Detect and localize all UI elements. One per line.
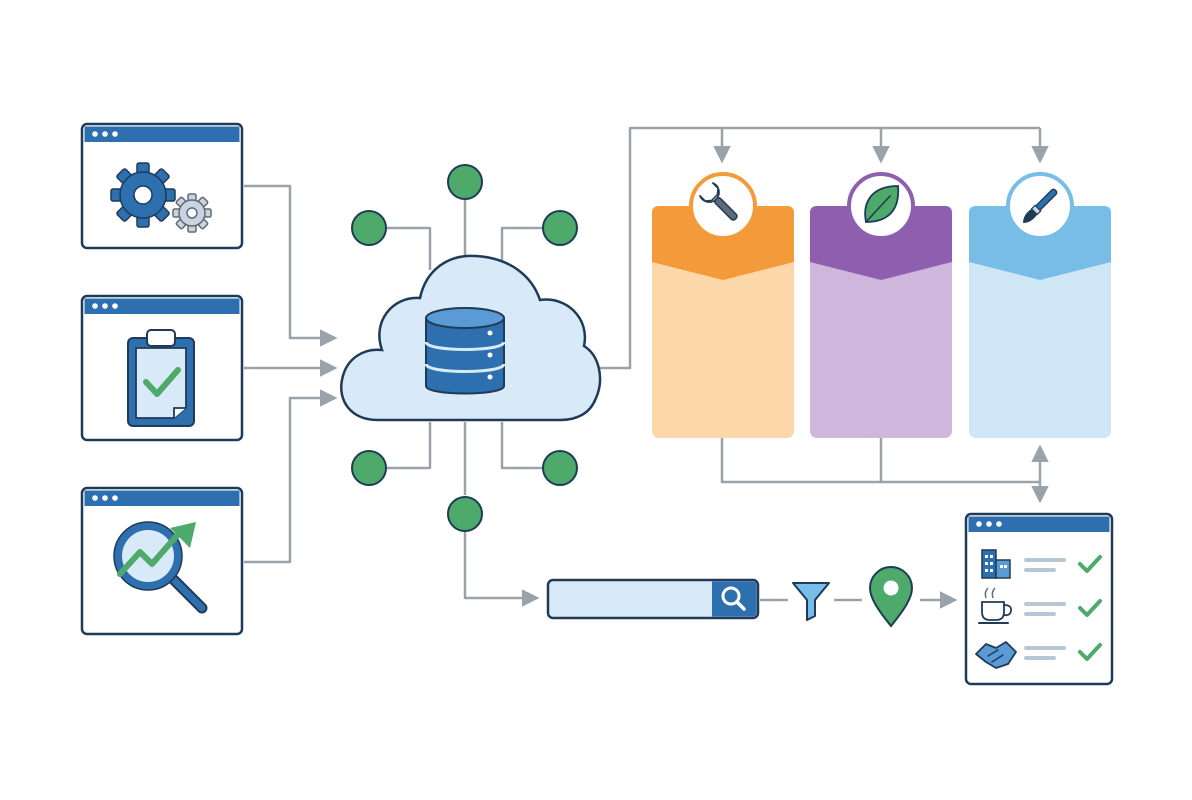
wrench-icon (698, 181, 738, 221)
paintbrush-icon (1023, 188, 1058, 223)
list-item[interactable] (975, 641, 1102, 669)
panel-leaf-purple[interactable] (810, 172, 952, 438)
list-item[interactable] (981, 549, 1102, 579)
connector-analytics-to-cloud (244, 389, 338, 564)
clipboard-check-icon (127, 329, 195, 427)
results-window[interactable] (964, 512, 1114, 686)
source-window-clipboard[interactable] (80, 294, 244, 442)
leaf-icon (864, 185, 900, 223)
node-upper-right (542, 210, 578, 246)
node-lower-right (542, 450, 578, 486)
connector-cloud-to-search (463, 532, 540, 607)
gears-icon (110, 162, 212, 233)
panel-paintbrush-blue[interactable] (969, 172, 1111, 438)
connector-node-upper-left (386, 226, 432, 270)
filter-funnel-icon[interactable] (792, 582, 830, 621)
map-pin-icon[interactable] (868, 566, 914, 628)
building-icon (981, 549, 1011, 579)
checkmark-icon (1078, 599, 1102, 617)
connector-node-upper-right (500, 226, 543, 268)
connector-gears-to-cloud (244, 184, 338, 347)
analytics-magnifier-icon (113, 521, 208, 614)
handshake-icon (975, 641, 1017, 669)
list-item[interactable] (978, 587, 1102, 624)
connectors (244, 126, 1049, 609)
connector-cloud-to-panels (594, 126, 1040, 370)
connector-orange-panel-down (720, 438, 1040, 484)
checkmark-icon (1078, 643, 1102, 661)
connector-node-lower-left (386, 422, 432, 470)
database-icon (424, 307, 506, 395)
node-bottom (447, 496, 483, 532)
node-top (447, 164, 483, 200)
checkmark-icon (1078, 555, 1102, 573)
connector-node-lower-right (500, 422, 543, 470)
node-lower-left (351, 450, 387, 486)
cloud-hub[interactable] (340, 254, 602, 422)
panel-wrench-orange[interactable] (652, 172, 794, 438)
source-window-analytics[interactable] (80, 486, 244, 636)
node-upper-left (351, 210, 387, 246)
coffee-cup-icon (978, 587, 1013, 624)
source-window-gears[interactable] (80, 122, 244, 250)
satellite-nodes (351, 164, 578, 532)
search-input[interactable] (552, 582, 726, 614)
